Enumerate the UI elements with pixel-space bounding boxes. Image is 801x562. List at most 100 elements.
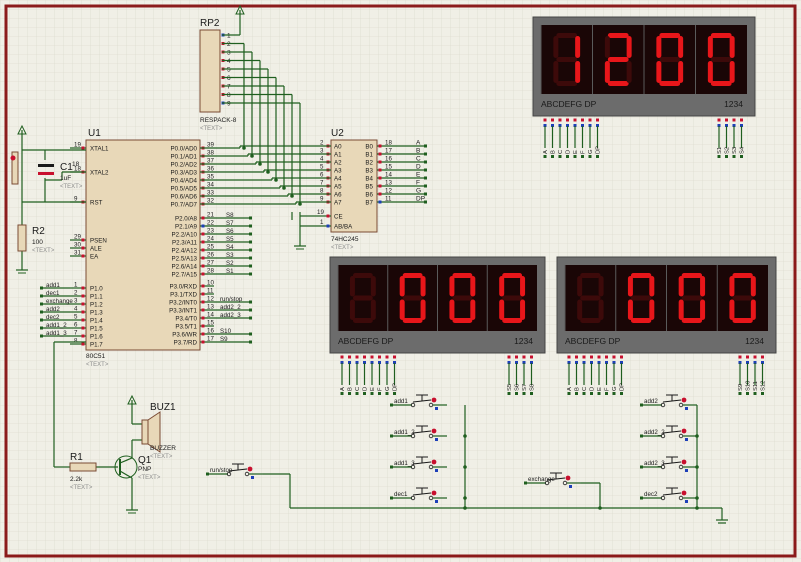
u1-pin-name: P1.5	[90, 326, 103, 333]
u1-pin-number: 3	[74, 298, 78, 305]
u1-pin-name: P0.5/AD5	[171, 186, 198, 193]
net-stub	[249, 300, 252, 304]
u1-p3-net-label: add2_2	[220, 304, 241, 311]
switch-run-stop[interactable]: run/stop	[206, 463, 263, 479]
u1-pin-number: 25	[207, 244, 214, 251]
pin-marker	[378, 192, 382, 196]
r2-value: 100	[32, 239, 43, 246]
net-stub	[390, 465, 393, 469]
u2-pin-number: 7	[320, 180, 324, 187]
r1-resistor[interactable]: R1 2.2k <TEXT>	[69, 452, 97, 491]
u1-pin-name: P2.2/A10	[172, 232, 198, 239]
r1-text: <TEXT>	[70, 485, 93, 491]
switch-left-1[interactable]: add1_2	[390, 425, 447, 441]
switch-marker	[681, 428, 687, 434]
switch-right-3[interactable]: dec2	[640, 487, 697, 503]
r2-resistor[interactable]: R2 100 <TEXT>	[17, 224, 55, 254]
segment-e-on	[499, 299, 505, 320]
pin-marker	[605, 355, 608, 359]
u2-buffer[interactable]: U2 74HC245 <TEXT> 2A03A14A25A36A47A58A69…	[316, 128, 427, 251]
segment-f-on	[627, 276, 633, 297]
q1-transistor[interactable]: Q1 PNP <TEXT>	[114, 455, 161, 481]
net-stub	[390, 403, 393, 407]
reset-button[interactable]	[10, 151, 19, 185]
u1-pin-number: 13	[207, 304, 214, 311]
switch-left-0[interactable]: add1	[390, 394, 447, 410]
net-stub	[753, 392, 757, 395]
switch-left-3[interactable]: dec1	[390, 487, 447, 503]
u1-pin-number: 6	[74, 322, 78, 329]
switch-left-3-label: dec1	[394, 491, 408, 498]
u2-pin-name: B0	[365, 144, 373, 151]
net-stub	[424, 184, 427, 188]
u1-pin-number: 27	[207, 260, 214, 267]
pin-marker	[543, 124, 547, 127]
segment-b-on	[649, 276, 655, 297]
display-seg-net: F	[605, 387, 611, 391]
segment-g-off	[352, 295, 373, 301]
display-segment-label: ABCDEFG DP	[338, 336, 394, 346]
c1-capacitor[interactable]: C1 1uF <TEXT>	[38, 162, 83, 190]
pin-marker	[385, 361, 389, 364]
rp2-pin-number: 9	[227, 101, 231, 108]
u2-pin-name: B1	[365, 152, 373, 159]
segment-b-on	[626, 36, 632, 58]
pin-marker	[740, 124, 743, 127]
u1-pin-name: P1.0	[90, 286, 103, 293]
u2-pin-name: A0	[334, 144, 342, 151]
switch-left-2[interactable]: add1_3	[390, 456, 447, 472]
u2-ref: U2	[331, 128, 344, 139]
u2-pin-name: B7	[365, 200, 373, 207]
switch-contact	[410, 495, 416, 501]
switch-contact	[678, 402, 684, 408]
wire-junction	[298, 202, 302, 206]
segment-c-on	[470, 299, 476, 320]
segment-e-on	[707, 61, 713, 83]
switch-marker	[681, 490, 687, 496]
u1-pin-name: P0.0/AD0	[171, 146, 198, 153]
buz1-buzzer[interactable]: BUZ1 BUZZER <TEXT>	[141, 402, 176, 460]
pin-marker	[348, 355, 351, 359]
switch-contact	[660, 402, 666, 408]
u1-p1-net-label: add2	[46, 306, 60, 313]
segment-a-off	[556, 33, 578, 38]
u1-p1-net-label: add1_2	[46, 322, 67, 329]
switch-marker	[565, 475, 571, 481]
net-stub	[640, 465, 643, 469]
net-stub	[40, 294, 43, 298]
pin-marker	[612, 361, 616, 364]
switch-contact	[428, 495, 434, 501]
u2-pin-name: A7	[334, 200, 342, 207]
pin-marker	[355, 355, 359, 359]
switch-right-2[interactable]: add2_3	[640, 456, 697, 472]
pin-marker	[685, 438, 688, 441]
u1-pin-number: 26	[207, 252, 214, 259]
pin-marker	[575, 361, 578, 364]
net-stub	[543, 155, 547, 158]
segment-a-on	[452, 273, 473, 278]
switch-right-2-label: add2_3	[644, 460, 665, 467]
net-stub	[355, 392, 359, 395]
switch-exchange[interactable]: exchange	[524, 472, 581, 488]
display-digit-label: 1234	[724, 99, 743, 109]
wire-junction	[695, 434, 699, 438]
segment-c-on	[520, 299, 526, 320]
segment-c-on	[750, 299, 756, 320]
u2-pin-number: 19	[317, 209, 324, 216]
u1-p2-net-label: S4	[226, 244, 234, 251]
net-stub	[424, 200, 427, 204]
switch-right-0[interactable]: add2	[640, 394, 697, 410]
u1-p3-net-label: run/stop	[220, 296, 243, 303]
pin-marker	[201, 340, 205, 344]
pin-marker	[590, 355, 593, 359]
switch-right-1[interactable]: add2_2	[640, 425, 697, 441]
pin-marker	[370, 361, 374, 364]
u2-pin-number: 6	[320, 172, 324, 179]
segment-g-off	[402, 295, 423, 301]
segment-e-on	[627, 299, 633, 320]
segment-b-on	[678, 36, 684, 58]
pin-marker	[740, 118, 743, 122]
wire-junction	[266, 170, 270, 174]
u1-pin-number: 18	[74, 166, 81, 173]
u1-mcu[interactable]: U1 80C51 <TEXT> 19XTAL118XTAL29RST29PSEN…	[40, 128, 252, 368]
